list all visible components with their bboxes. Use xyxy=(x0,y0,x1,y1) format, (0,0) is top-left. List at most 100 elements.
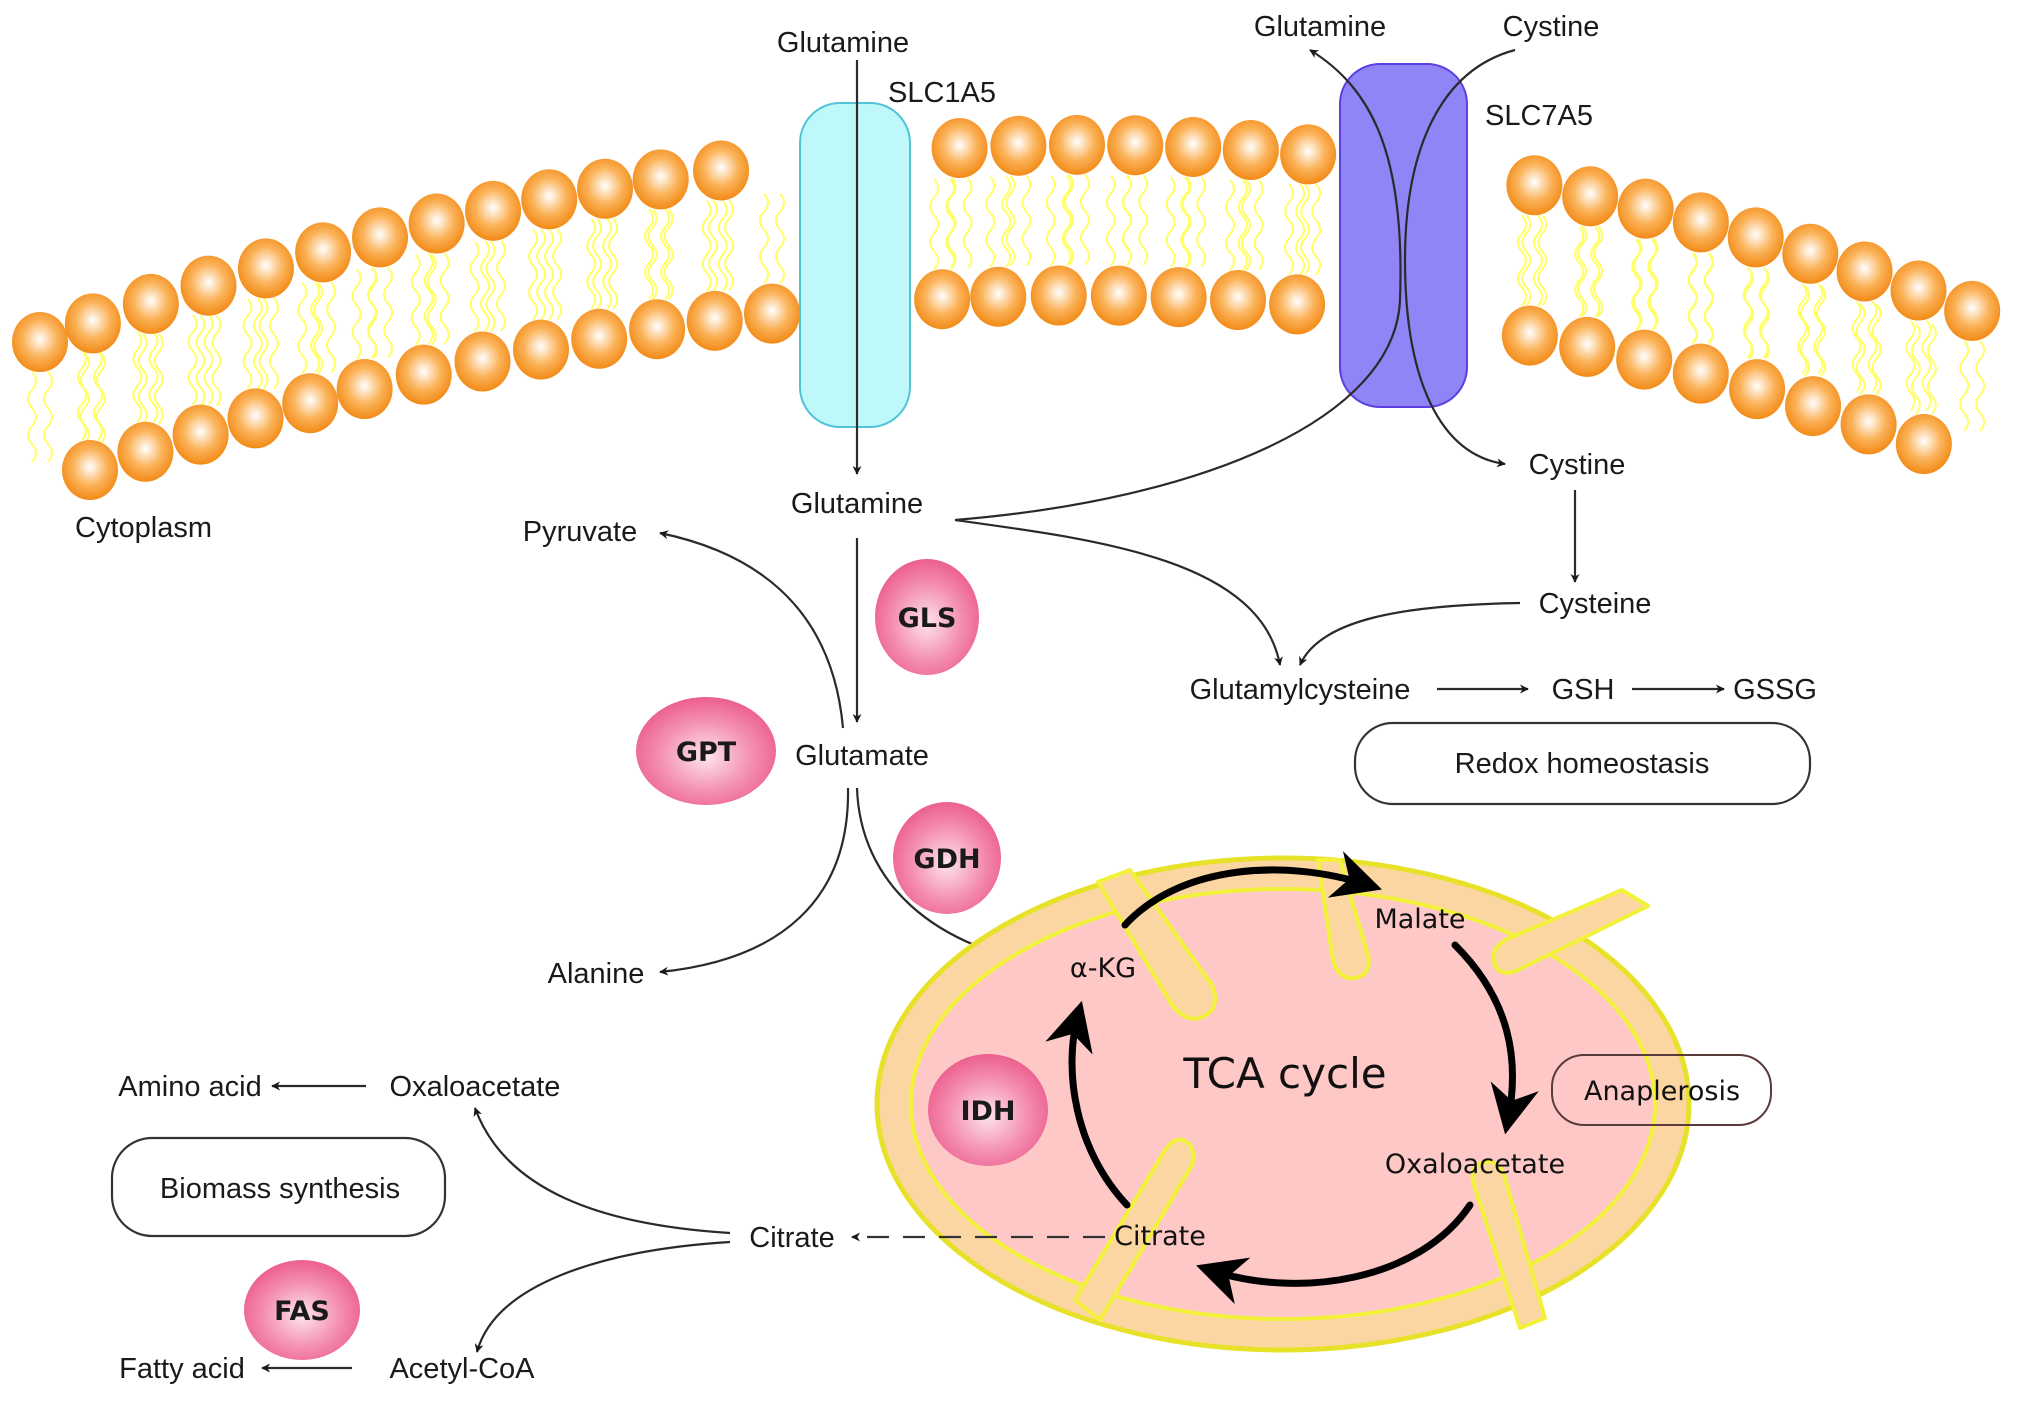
lipid-tails xyxy=(27,174,1986,463)
lipid-tail xyxy=(268,297,279,390)
label-glutamine-extracellular: Glutamine xyxy=(777,27,909,59)
phospholipid-head xyxy=(629,299,686,360)
malate-to-oxaloacetate-arrow xyxy=(1451,941,1539,1135)
label-acetyl-coa: Acetyl-CoA xyxy=(389,1353,535,1385)
lipid-tail xyxy=(1237,179,1248,271)
phospholipid-head xyxy=(914,269,971,330)
phospholipid-head xyxy=(1501,305,1558,366)
lipid-tail xyxy=(660,208,671,300)
phospholipid-head xyxy=(295,222,352,283)
lipid-tail xyxy=(962,177,973,269)
label-alanine: Alanine xyxy=(548,958,645,990)
phospholipid-head xyxy=(408,193,465,254)
label-cystine-extracellular: Cystine xyxy=(1503,11,1600,43)
lipid-tail xyxy=(1687,253,1698,345)
phospholipid-head xyxy=(1107,115,1164,176)
phospholipid-head xyxy=(521,169,578,230)
lipid-tail xyxy=(187,313,198,406)
lipid-tail xyxy=(1063,174,1074,266)
label-amino-acid: Amino acid xyxy=(118,1071,261,1103)
label-cystine-cytoplasm: Cystine xyxy=(1529,449,1626,481)
label-citrate-mito: Citrate xyxy=(1114,1221,1206,1252)
phospholipid-head xyxy=(1672,192,1729,253)
label-malate: Malate xyxy=(1374,904,1465,935)
lipid-tail xyxy=(351,268,362,360)
lipid-tail xyxy=(1577,225,1588,317)
lipid-tail xyxy=(310,281,321,374)
lipid-tail xyxy=(536,228,547,320)
phospholipid-head xyxy=(1727,207,1784,268)
lipid-tail xyxy=(1225,179,1236,271)
lipid-tail xyxy=(1537,214,1548,306)
lipid-tail xyxy=(242,297,253,390)
label-glutamylcysteine: Glutamylcysteine xyxy=(1190,674,1411,706)
label-gssg: GSSG xyxy=(1733,674,1817,706)
lipid-tail xyxy=(132,331,143,423)
lipid-tail xyxy=(153,333,164,425)
lipid-tail xyxy=(77,349,87,441)
label-glutamine-export: Glutamine xyxy=(1254,11,1386,43)
lipid-tail xyxy=(592,218,603,310)
phospholipid-head xyxy=(1030,265,1087,326)
lipid-tail xyxy=(1196,176,1207,268)
phospholipid-head xyxy=(1944,280,2001,341)
lipid-tail xyxy=(1910,323,1921,415)
phospholipid-head xyxy=(117,421,174,482)
lipid-tail xyxy=(701,200,712,292)
lipid-tail xyxy=(1532,214,1543,307)
phospholipid-head xyxy=(237,238,294,299)
phospholipid-head xyxy=(64,293,121,354)
lipid-tail xyxy=(1867,300,1878,393)
lipid-tail xyxy=(1241,179,1252,271)
lipid-tail xyxy=(1165,176,1176,268)
lipid-tail xyxy=(717,200,728,292)
phospholipid-head xyxy=(336,359,393,420)
cystine-import-arrow xyxy=(1403,48,1516,468)
label-alpha-kg: α-KG xyxy=(1070,953,1136,984)
lipid-tail xyxy=(647,208,658,301)
oxaloacetate-to-citrate-arrow xyxy=(1196,1201,1474,1305)
lipid-tail xyxy=(43,371,53,463)
label-tca-cycle: TCA cycle xyxy=(1182,1049,1386,1098)
lipid-tail xyxy=(423,252,434,345)
phospholipid-head xyxy=(693,140,750,201)
lipid-tail xyxy=(1284,183,1295,276)
phospholipid-head xyxy=(1269,274,1326,335)
slc1a5-transporter xyxy=(799,102,911,428)
lipid-tail xyxy=(1300,183,1311,276)
lipid-tail xyxy=(602,218,613,310)
lipid-tail xyxy=(1975,340,1986,432)
label-gdh: GDH xyxy=(913,844,980,875)
enzyme-gdh: GDH xyxy=(893,802,1001,914)
lipid-tail xyxy=(1045,174,1056,267)
glutamate-to-alanine-arrow xyxy=(659,787,850,976)
label-cysteine: Cysteine xyxy=(1539,588,1652,620)
label-citrate-cyto: Citrate xyxy=(749,1222,834,1254)
phospholipid-head xyxy=(1785,376,1842,437)
enzyme-gpt: GPT xyxy=(636,697,776,805)
phospholipid-head xyxy=(1222,120,1279,180)
phospholipid-head xyxy=(1782,223,1839,284)
phospholipid-head xyxy=(990,115,1047,176)
label-biomass-synthesis: Biomass synthesis xyxy=(160,1173,400,1205)
phospholipid-head xyxy=(180,255,237,316)
label-redox-homeostasis: Redox homeostasis xyxy=(1455,748,1710,780)
lipid-tail xyxy=(528,228,539,321)
phospholipid-head xyxy=(571,308,628,369)
lipid-tail xyxy=(1631,238,1642,331)
lipid-tail xyxy=(663,208,674,301)
label-gls: GLS xyxy=(898,603,957,634)
lipid-tail xyxy=(1744,268,1755,360)
label-cytoplasm: Cytoplasm xyxy=(75,512,212,544)
phospholipid-head xyxy=(1048,114,1105,175)
lipid-tail xyxy=(1574,226,1585,318)
phospholipid-head xyxy=(744,283,801,344)
label-gpt: GPT xyxy=(676,737,737,768)
lipid-tail xyxy=(985,176,996,268)
lipid-tail xyxy=(211,314,222,407)
lipid-tail xyxy=(1521,214,1532,306)
glutamine-export-arrow xyxy=(954,49,1402,522)
biomass-synthesis-box xyxy=(110,1136,447,1238)
lipid-tail xyxy=(426,254,437,346)
